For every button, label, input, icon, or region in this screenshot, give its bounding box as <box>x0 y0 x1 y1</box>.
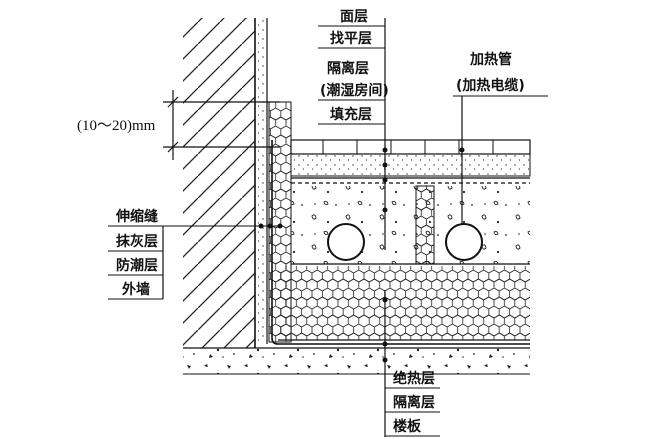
upper-isolation-layer <box>291 177 530 184</box>
filling-layer <box>291 185 530 265</box>
label-expansion-joint: 伸缩缝 <box>115 208 158 225</box>
label-wet-room: (潮湿房间) <box>320 82 389 99</box>
heating-pipe-right <box>445 223 483 261</box>
left-label-stack: 伸缩缝 抹灰层 防潮层 外墙 <box>108 208 283 300</box>
label-heating-cable: (加热电缆) <box>456 77 525 94</box>
label-heating-pipe: 加热管 <box>469 51 512 68</box>
label-plaster-layer: 抹灰层 <box>116 233 158 250</box>
label-damp-proof-layer: 防潮层 <box>116 257 158 274</box>
outer-wall <box>183 18 256 348</box>
plaster-layer <box>255 18 268 344</box>
label-filling-layer: 填充层 <box>330 106 372 123</box>
heating-pipes <box>327 223 483 261</box>
floor-slab <box>183 347 530 375</box>
label-leveling-layer: 找平层 <box>330 30 372 47</box>
insulation-layer <box>278 266 530 341</box>
isolation-membrane <box>271 140 530 345</box>
label-surface-layer: 面层 <box>340 9 368 25</box>
dimension-label: (10～20)mm <box>77 118 156 134</box>
bottom-label-stack: 绝热层 隔离层 楼板 <box>382 290 440 437</box>
top-label-stack: 面层 找平层 隔离层 (潮湿房间) 填充层 <box>318 9 389 250</box>
label-outer-wall: 外墙 <box>122 281 150 298</box>
label-floor-slab: 楼板 <box>393 418 422 435</box>
surface-layer <box>290 139 531 155</box>
label-lower-isolation-layer: 隔离层 <box>393 394 435 411</box>
heating-pipe-left <box>327 223 365 261</box>
label-insulation-layer: 绝热层 <box>393 370 435 387</box>
heating-pipe-label: 加热管 (加热电缆) <box>453 51 548 225</box>
leveling-layer <box>290 153 531 177</box>
dimension-marker <box>163 90 280 160</box>
label-isolation-layer: 隔离层 <box>327 60 369 77</box>
